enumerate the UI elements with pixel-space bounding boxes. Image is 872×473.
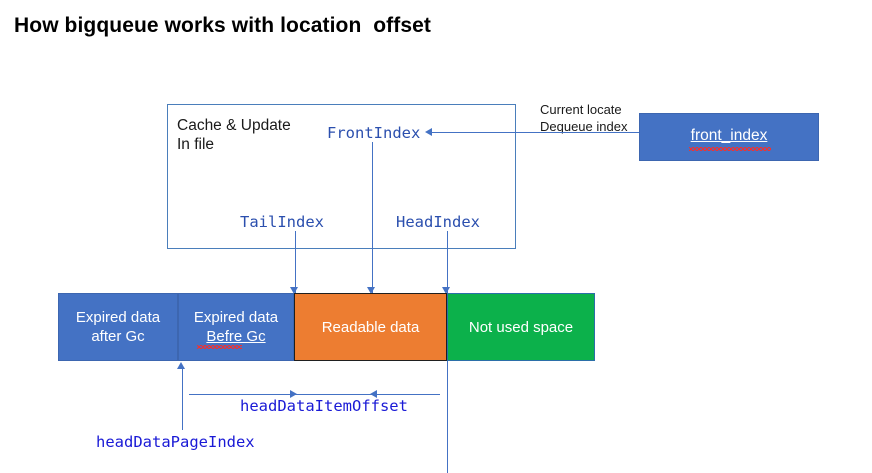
cache-caption-line2: In file <box>177 136 215 153</box>
seg0-line2: after Gc <box>91 328 145 345</box>
tail-index-connector-line <box>295 231 296 294</box>
label-head-data-item-offset: headDataItemOffset <box>240 397 408 415</box>
front-index-feed-line <box>432 132 640 133</box>
head-boundary-line <box>447 361 448 473</box>
seg1-line2: Befre Gc <box>206 328 266 345</box>
seg0-line1: Expired data <box>75 309 161 326</box>
bar-segment-label: Readable data <box>321 318 420 336</box>
cache-update-caption: Cache & Update In file <box>177 116 291 154</box>
bar-segment-readable-data[interactable]: Readable data <box>294 293 447 361</box>
front-index-feed-arrowhead <box>425 127 432 136</box>
label-head-data-page-index: headDataPageIndex <box>96 433 255 451</box>
bar-segment-not-used-space[interactable]: Not used space <box>447 293 595 361</box>
page-title: How bigqueue works with location offset <box>14 14 432 37</box>
head-data-page-index-line <box>182 368 183 430</box>
head-data-item-offset-arrowhead-right <box>290 389 297 398</box>
front-index-arrowhead <box>367 287 375 294</box>
head-index-connector-line <box>447 231 448 294</box>
current-locate-line1: Current locate <box>540 102 622 117</box>
cache-update-box <box>167 104 516 249</box>
front-index-box[interactable]: front_index <box>639 113 819 161</box>
label-tail-index: TailIndex <box>240 213 324 231</box>
seg1-line1: Expired data <box>193 309 279 326</box>
label-head-index: HeadIndex <box>396 213 480 231</box>
front-index-box-label: front_index <box>690 127 768 144</box>
head-data-page-index-arrowhead <box>177 362 185 369</box>
label-front-index: FrontIndex <box>327 124 421 142</box>
tail-index-arrowhead <box>290 287 298 294</box>
bar-segment-expired-after-gc[interactable]: Expired data after Gc <box>58 293 178 361</box>
current-locate-line2: Dequeue index <box>540 119 628 134</box>
front-index-connector-line <box>372 142 373 294</box>
bar-segment-label: Not used space <box>468 318 574 336</box>
head-data-item-offset-line <box>189 394 440 395</box>
bar-segment-label: Expired data after Gc <box>76 308 160 346</box>
head-index-arrowhead <box>442 287 450 294</box>
head-data-item-offset-arrowhead-left <box>370 389 377 398</box>
cache-caption-line1: Cache & Update <box>177 117 291 134</box>
